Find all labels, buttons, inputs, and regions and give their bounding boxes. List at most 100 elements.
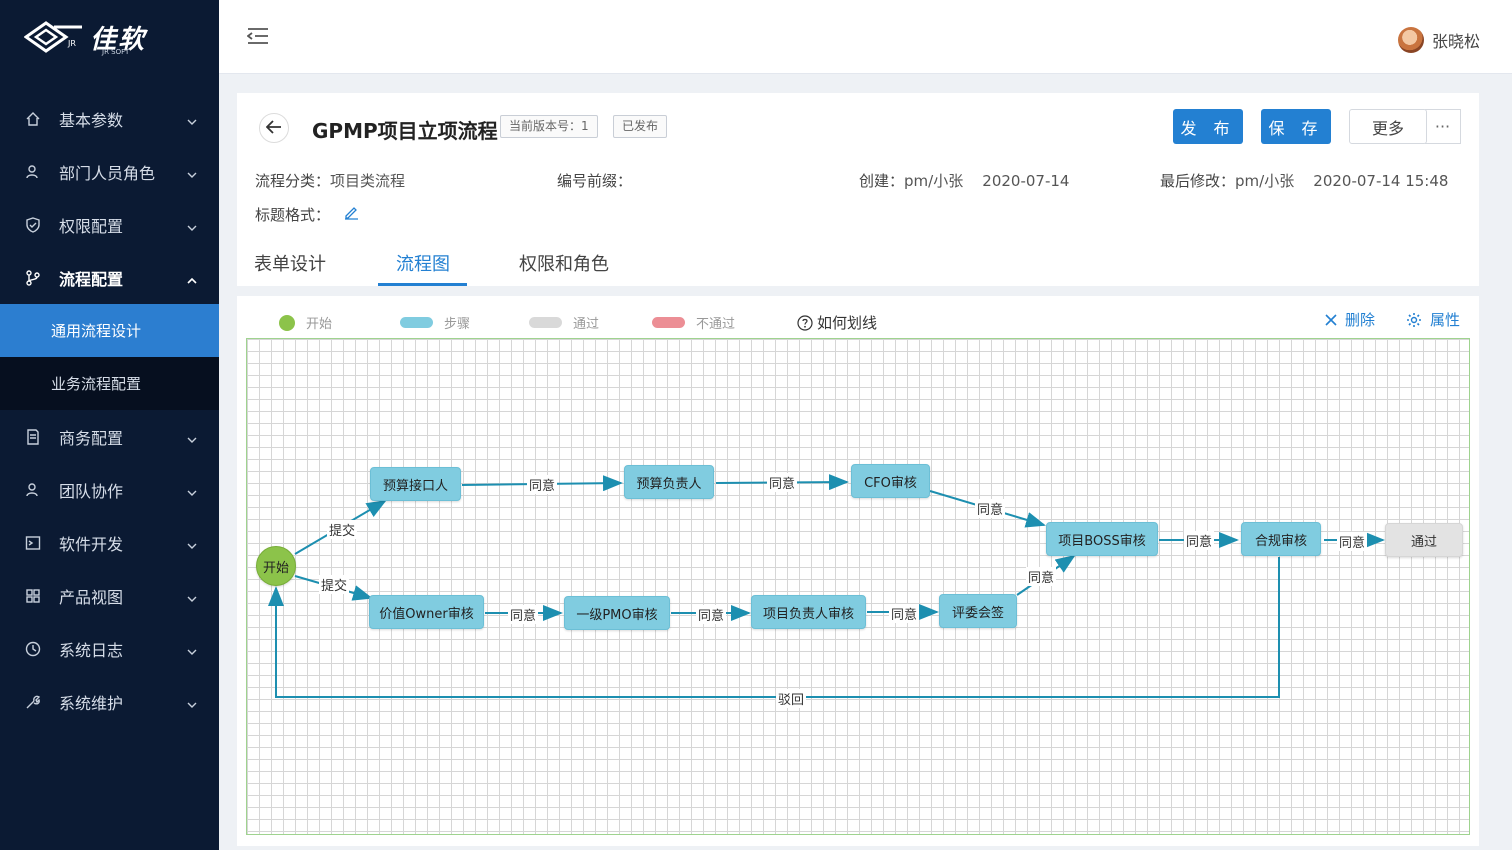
sidebar-item-label: 软件开发 bbox=[59, 534, 124, 554]
user-menu[interactable]: 张晓松 bbox=[1397, 27, 1480, 53]
document-icon bbox=[24, 428, 42, 446]
title-format-key: 标题格式： bbox=[255, 206, 331, 224]
more-dropdown-button[interactable]: ··· bbox=[1425, 109, 1461, 144]
publish-button[interactable]: 发 布 bbox=[1173, 109, 1243, 144]
grid-icon bbox=[24, 587, 42, 605]
clock-icon bbox=[24, 640, 42, 658]
sidebar-item-label: 系统日志 bbox=[59, 640, 124, 660]
sidebar-item-dept-roles[interactable]: 部门人员角色 bbox=[0, 145, 219, 198]
active-tab-indicator bbox=[378, 283, 467, 286]
properties-label: 属性 bbox=[1430, 311, 1461, 329]
legend-step: 步骤 bbox=[400, 313, 470, 332]
legend-pass-swatch bbox=[529, 317, 562, 328]
flow-node-budget-intake[interactable]: 预算接口人 bbox=[370, 467, 461, 501]
sidebar-item-basic-params[interactable]: 基本参数 bbox=[0, 92, 219, 145]
chevron-down-icon bbox=[187, 430, 197, 449]
gear-icon bbox=[1406, 312, 1422, 328]
edit-icon[interactable] bbox=[344, 205, 359, 224]
how-to-draw-label: 如何划线 bbox=[817, 314, 878, 332]
arrow-left-icon bbox=[265, 119, 282, 138]
chevron-down-icon bbox=[187, 218, 197, 237]
flow-node-project-lead[interactable]: 项目负责人审核 bbox=[751, 595, 866, 629]
flow-node-start[interactable]: 开始 bbox=[256, 546, 296, 586]
close-icon bbox=[1325, 313, 1337, 326]
legend-fail-swatch bbox=[652, 317, 685, 328]
topbar: 张晓松 bbox=[219, 0, 1512, 74]
logo-mark-icon: JR bbox=[23, 17, 86, 57]
legend-start: 开始 bbox=[279, 313, 332, 332]
sidebar-item-business-config[interactable]: 商务配置 bbox=[0, 410, 219, 463]
chevron-up-icon bbox=[187, 271, 197, 290]
edge-label-agree: 同意 bbox=[508, 605, 539, 624]
sidebar-item-permissions[interactable]: 权限配置 bbox=[0, 198, 219, 251]
sidebar-item-system-log[interactable]: 系统日志 bbox=[0, 622, 219, 675]
legend-fail: 不通过 bbox=[652, 313, 735, 332]
sidebar-item-label: 商务配置 bbox=[59, 428, 124, 448]
flow-node-committee[interactable]: 评委会签 bbox=[939, 594, 1017, 628]
chevron-down-icon bbox=[187, 536, 197, 555]
shield-icon bbox=[24, 216, 42, 234]
legend-start-label: 开始 bbox=[306, 317, 333, 332]
terminal-icon bbox=[24, 534, 42, 552]
tab-flowchart[interactable]: 流程图 bbox=[396, 254, 450, 275]
version-tag: 当前版本号：1 bbox=[500, 115, 598, 138]
tab-form-design[interactable]: 表单设计 bbox=[254, 254, 326, 275]
flow-canvas[interactable]: 开始 预算接口人 预算负责人 CFO审核 项目BOSS审核 合规审核 通过 价值… bbox=[246, 338, 1470, 835]
legend-step-label: 步骤 bbox=[444, 317, 471, 332]
edge-label-agree: 同意 bbox=[527, 475, 558, 494]
edge-label-agree: 同意 bbox=[1184, 531, 1215, 550]
chevron-down-icon bbox=[187, 112, 197, 131]
chevron-down-icon bbox=[187, 589, 197, 608]
save-button[interactable]: 保 存 bbox=[1261, 109, 1331, 144]
branch-icon bbox=[24, 269, 42, 287]
sidebar-item-label: 系统维护 bbox=[59, 693, 124, 713]
logo-jr: JR bbox=[68, 39, 76, 48]
modified-field: 最后修改：pm/小张 2020-07-14 15:48 bbox=[1160, 170, 1448, 191]
edge-label-agree: 同意 bbox=[1026, 567, 1057, 586]
flow-node-pmo[interactable]: 一级PMO审核 bbox=[564, 596, 670, 630]
flow-node-cfo[interactable]: CFO审核 bbox=[851, 464, 930, 498]
sidebar-item-product-view[interactable]: 产品视图 bbox=[0, 569, 219, 622]
prefix-field: 编号前缀： bbox=[557, 170, 632, 191]
sidebar: JR 佳软 JR SOFT 基本参数 部门人员角色 权限配置 流程配置 通用流程… bbox=[0, 0, 219, 850]
sidebar-item-team[interactable]: 团队协作 bbox=[0, 463, 219, 516]
wrench-icon bbox=[24, 693, 42, 711]
delete-button[interactable]: 删除 bbox=[1325, 309, 1375, 330]
user-name: 张晓松 bbox=[1431, 32, 1480, 51]
process-header-card: GPMP项目立项流程 当前版本号：1 已发布 发 布 保 存 更多 ··· 流程… bbox=[237, 93, 1479, 286]
more-button[interactable]: 更多 bbox=[1349, 109, 1427, 144]
flow-node-value-owner[interactable]: 价值Owner审核 bbox=[369, 595, 484, 629]
sidebar-item-label: 流程配置 bbox=[59, 269, 124, 289]
how-to-draw-link[interactable]: 如何划线 bbox=[797, 312, 877, 333]
users-icon bbox=[24, 163, 42, 181]
flow-node-compliance[interactable]: 合规审核 bbox=[1241, 522, 1321, 556]
title-format-field: 标题格式： bbox=[255, 204, 359, 225]
menu-fold-icon[interactable] bbox=[246, 27, 269, 49]
flow-node-pass[interactable]: 通过 bbox=[1385, 523, 1463, 557]
submenu-item-general-process[interactable]: 通用流程设计 bbox=[0, 304, 219, 357]
edge-label-submit-top: 提交 bbox=[327, 520, 358, 539]
brand-sub: JR SOFT bbox=[102, 48, 130, 56]
avatar bbox=[1397, 27, 1424, 53]
brand-name: 佳软 bbox=[90, 24, 147, 55]
edge-label-agree: 同意 bbox=[696, 605, 727, 624]
properties-button[interactable]: 属性 bbox=[1406, 309, 1460, 330]
sidebar-item-label: 基本参数 bbox=[59, 110, 124, 130]
sidebar-item-label: 权限配置 bbox=[59, 216, 124, 236]
tab-permissions-roles[interactable]: 权限和角色 bbox=[519, 254, 609, 275]
edge-label-reject: 驳回 bbox=[776, 689, 807, 708]
created-key: 创建： bbox=[859, 172, 905, 190]
status-badge: 已发布 bbox=[613, 115, 668, 138]
flow-node-budget-owner[interactable]: 预算负责人 bbox=[624, 465, 714, 499]
chevron-down-icon bbox=[187, 483, 197, 502]
sidebar-item-label: 产品视图 bbox=[59, 587, 124, 607]
sidebar-item-process-config[interactable]: 流程配置 bbox=[0, 251, 219, 304]
flow-node-boss[interactable]: 项目BOSS审核 bbox=[1046, 522, 1158, 556]
sidebar-item-system-maintenance[interactable]: 系统维护 bbox=[0, 675, 219, 728]
sidebar-item-software-dev[interactable]: 软件开发 bbox=[0, 516, 219, 569]
sidebar-item-label: 部门人员角色 bbox=[59, 163, 156, 183]
logo[interactable]: JR 佳软 JR SOFT bbox=[0, 0, 219, 74]
submenu-item-business-process[interactable]: 业务流程配置 bbox=[51, 375, 142, 393]
chevron-down-icon bbox=[187, 695, 197, 714]
back-button[interactable] bbox=[259, 113, 289, 143]
